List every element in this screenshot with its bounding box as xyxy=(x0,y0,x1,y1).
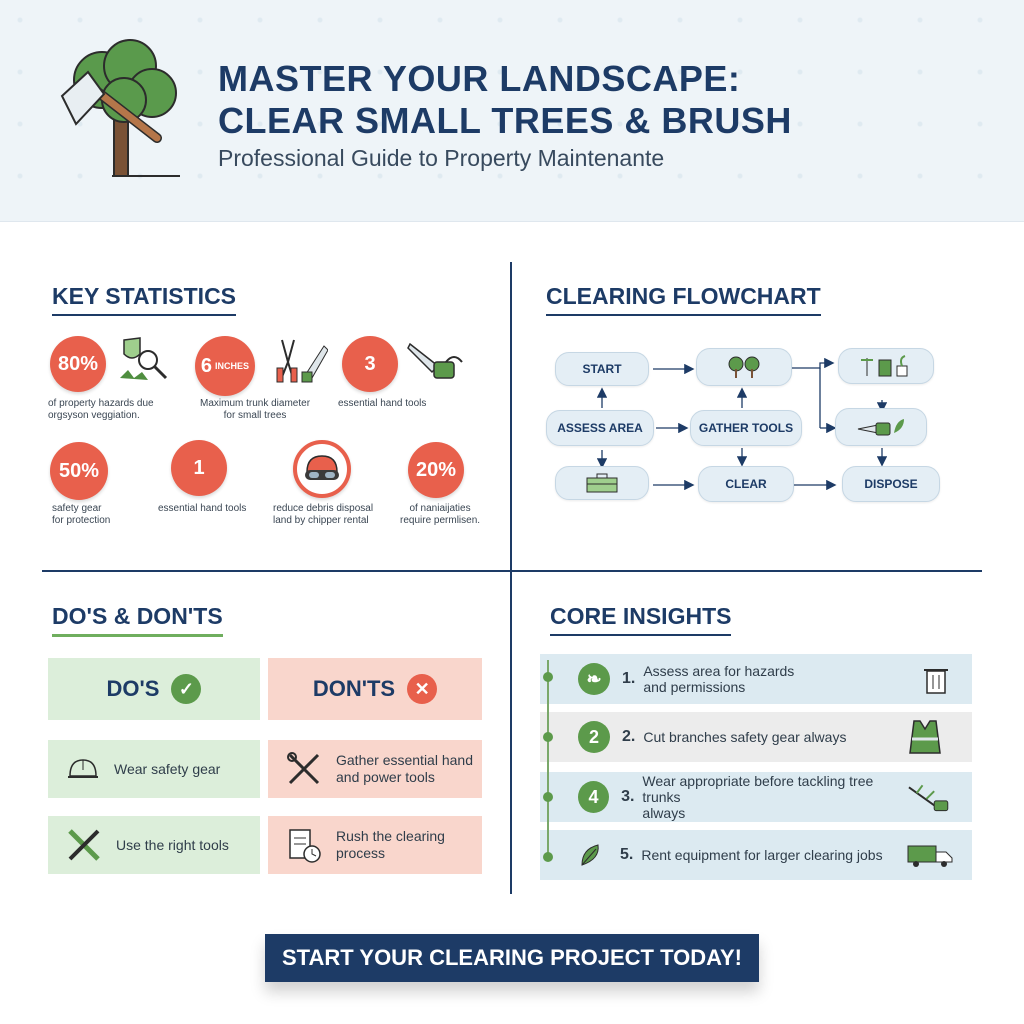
wrench-screwdriver-icon xyxy=(68,829,100,861)
safety-goggles-icon xyxy=(305,455,339,480)
leaves-icon xyxy=(581,844,599,866)
insight-badge: 4 xyxy=(578,781,610,813)
dos-header: DO'S ✓ xyxy=(48,658,260,720)
donts-header: DON'TS ✕ xyxy=(268,658,482,720)
stat-value: 1 xyxy=(193,456,205,479)
stat-label-2: Maximum trunk diameter for small trees xyxy=(200,398,311,421)
do-item-1: Wear safety gear xyxy=(48,740,260,798)
vertical-divider xyxy=(510,262,512,894)
do-item-2: Use the right tools xyxy=(48,816,260,874)
insight-row-3: 4 3. Wear appropriate before tackling tr… xyxy=(540,772,972,822)
leaf-badge-icon: ❧ xyxy=(578,663,610,695)
cta-button[interactable]: START YOUR CLEARING PROJECT TODAY! xyxy=(265,934,759,982)
toolbox-icon xyxy=(586,473,618,493)
stat-label-4: safety gear for protection xyxy=(52,503,111,526)
stat-label-6: reduce debris disposal land by chipper r… xyxy=(273,503,374,526)
x-icon: ✕ xyxy=(407,674,438,704)
insight-badge: 2 xyxy=(578,721,610,753)
insight-text: Assess area for hazards and permissions xyxy=(643,663,795,695)
stat-value: 20% xyxy=(415,458,457,481)
flowchart-title: CLEARING FLOWCHART xyxy=(546,283,821,316)
stat-circle-1: 80% xyxy=(50,336,106,392)
trash-can-icon xyxy=(924,669,948,694)
flow-node-clear: CLEAR xyxy=(698,466,794,502)
horizontal-divider xyxy=(42,570,982,572)
chainsaw-branch-icon xyxy=(908,784,949,812)
do-item-text: Use the right tools xyxy=(116,836,229,853)
insight-row-2: 2 2. Cut branches safety gear always xyxy=(540,712,972,762)
flow-node-gather: GATHER TOOLS xyxy=(690,410,802,446)
dont-item-1: Gather essential hand and power tools xyxy=(268,740,482,798)
insight-number: 3. xyxy=(621,788,635,805)
do-item-text: Wear safety gear xyxy=(114,760,221,777)
dont-item-text: Gather essential hand and power tools xyxy=(336,752,473,785)
hard-hat-icon xyxy=(68,759,98,778)
insight-number: 5. xyxy=(620,846,634,863)
stat-label-1: of property hazards due orgsyson veggiat… xyxy=(48,398,154,421)
shield-magnifier-icon xyxy=(120,337,168,380)
stat-value: 80% xyxy=(57,352,99,375)
stat-value: 50% xyxy=(58,459,100,482)
truck-icon xyxy=(907,845,953,867)
insight-text: Rent equipment for larger clearing jobs xyxy=(641,847,883,863)
chainsaw-leaf-icon xyxy=(857,419,904,436)
dos-header-label: DO'S xyxy=(106,676,160,701)
dont-item-text: Rush the clearing process xyxy=(336,828,445,861)
stat-label-7: of naniaijaties require permlisen. xyxy=(400,503,481,526)
flow-node-trees xyxy=(696,348,792,386)
page-subtitle: Professional Guide to Property Maintenan… xyxy=(218,145,665,171)
insight-row-1: ❧ 1. Assess area for hazards and permiss… xyxy=(540,654,972,704)
stat-value: 3 xyxy=(364,352,376,375)
tools-icon xyxy=(287,752,320,785)
title-line-1: MASTER YOUR LANDSCAPE: xyxy=(218,58,741,99)
core-insights-title: CORE INSIGHTS xyxy=(550,603,732,636)
page-title: MASTER YOUR LANDSCAPE: CLEAR SMALL TREES… xyxy=(218,58,792,142)
stat-unit: INCHES xyxy=(215,361,250,371)
trees-icon xyxy=(728,356,760,378)
check-icon: ✓ xyxy=(171,674,202,704)
flow-node-start: START xyxy=(555,352,649,386)
timeline-dot xyxy=(543,672,553,682)
stat-label-3: essential hand tools xyxy=(338,398,427,409)
tree-axe-logo-icon xyxy=(60,39,180,177)
dont-item-2: Rush the clearing process xyxy=(268,816,482,874)
dos-donts-title: DO'S & DON'TS xyxy=(52,603,223,637)
rake-bin-plant-icon xyxy=(861,355,908,377)
timeline-dot xyxy=(543,852,553,862)
flowchart-arrows xyxy=(596,357,888,491)
stat-label-5: essential hand tools xyxy=(158,503,247,514)
clipboard-clock-icon xyxy=(289,829,321,863)
stat-circle-3: 3 xyxy=(342,336,398,392)
insight-text: Wear appropriate before tackling tree tr… xyxy=(642,773,874,821)
key-statistics-title: KEY STATISTICS xyxy=(52,283,237,316)
title-line-2: CLEAR SMALL TREES & BRUSH xyxy=(218,100,792,141)
header-banner: MASTER YOUR LANDSCAPE: CLEAR SMALL TREES… xyxy=(0,0,1024,222)
timeline-dot xyxy=(543,792,553,802)
pruners-saw-icon xyxy=(276,339,328,383)
insight-text: Cut branches safety gear always xyxy=(643,729,847,745)
flow-node-chainsaw xyxy=(835,408,927,446)
stat-circle-6 xyxy=(293,440,351,498)
stat-circle-2: 6 INCHES xyxy=(195,336,255,396)
flow-node-toolbox xyxy=(555,466,649,500)
flow-node-assess: ASSESS AREA xyxy=(546,410,654,446)
stat-circle-4: 50% xyxy=(50,442,108,500)
flow-node-dispose: DISPOSE xyxy=(842,466,940,502)
chainsaw-icon xyxy=(407,342,463,379)
stat-circle-7: 20% xyxy=(408,442,464,498)
timeline-dot xyxy=(543,732,553,742)
insight-number: 2. xyxy=(622,728,636,745)
flow-node-disposal-tools xyxy=(838,348,934,384)
safety-vest-icon xyxy=(909,720,941,754)
stat-circle-5: 1 xyxy=(171,440,227,496)
insight-number: 1. xyxy=(622,670,636,687)
donts-header-label: DON'TS xyxy=(312,676,396,701)
stat-value: 6 xyxy=(200,354,213,377)
insights-timeline xyxy=(547,660,549,858)
insight-row-4: 5. Rent equipment for larger clearing jo… xyxy=(540,830,972,880)
